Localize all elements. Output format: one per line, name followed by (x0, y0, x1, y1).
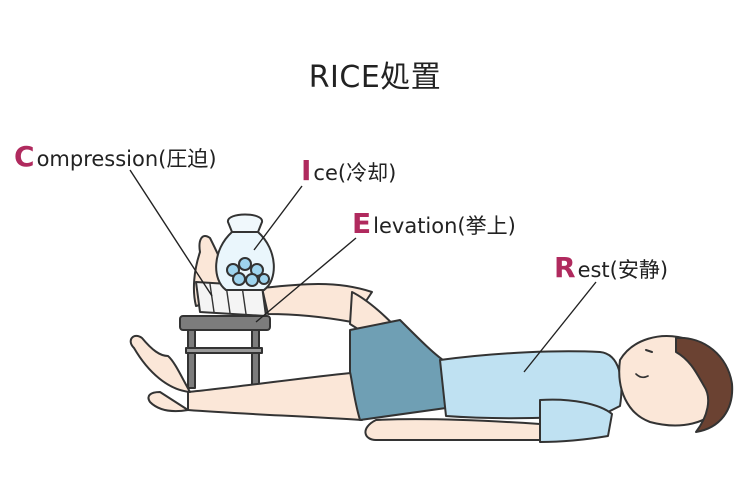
leader-rest (523, 281, 597, 373)
label-compression: Compression(圧迫) (14, 140, 217, 173)
label-rest: Rest(安静) (554, 251, 668, 284)
label-ice: Ice(冷却) (301, 154, 396, 187)
page-title: RICE処置 (308, 60, 442, 95)
shorts (349, 319, 447, 421)
label-elevation-initial: E (352, 207, 372, 240)
left-foot (129, 334, 191, 412)
leader-compression (129, 169, 213, 297)
label-rest-text: est(安静) (577, 258, 669, 282)
label-ice-initial: I (301, 154, 312, 187)
label-elevation: Elevation(挙上) (352, 207, 516, 240)
stool-icon (179, 315, 271, 389)
leader-elevation (255, 237, 357, 323)
head (618, 335, 734, 433)
label-ice-text: ce(冷却) (313, 161, 397, 185)
label-rest-initial: R (554, 251, 576, 284)
leader-ice (253, 185, 303, 251)
arm (364, 418, 541, 442)
sleeve (539, 398, 613, 443)
label-compression-text: ompression(圧迫) (36, 147, 217, 171)
left-leg (187, 371, 363, 421)
ice-bag-icon (215, 213, 275, 291)
label-compression-initial: C (14, 140, 35, 173)
label-elevation-text: levation(挙上) (373, 214, 516, 238)
